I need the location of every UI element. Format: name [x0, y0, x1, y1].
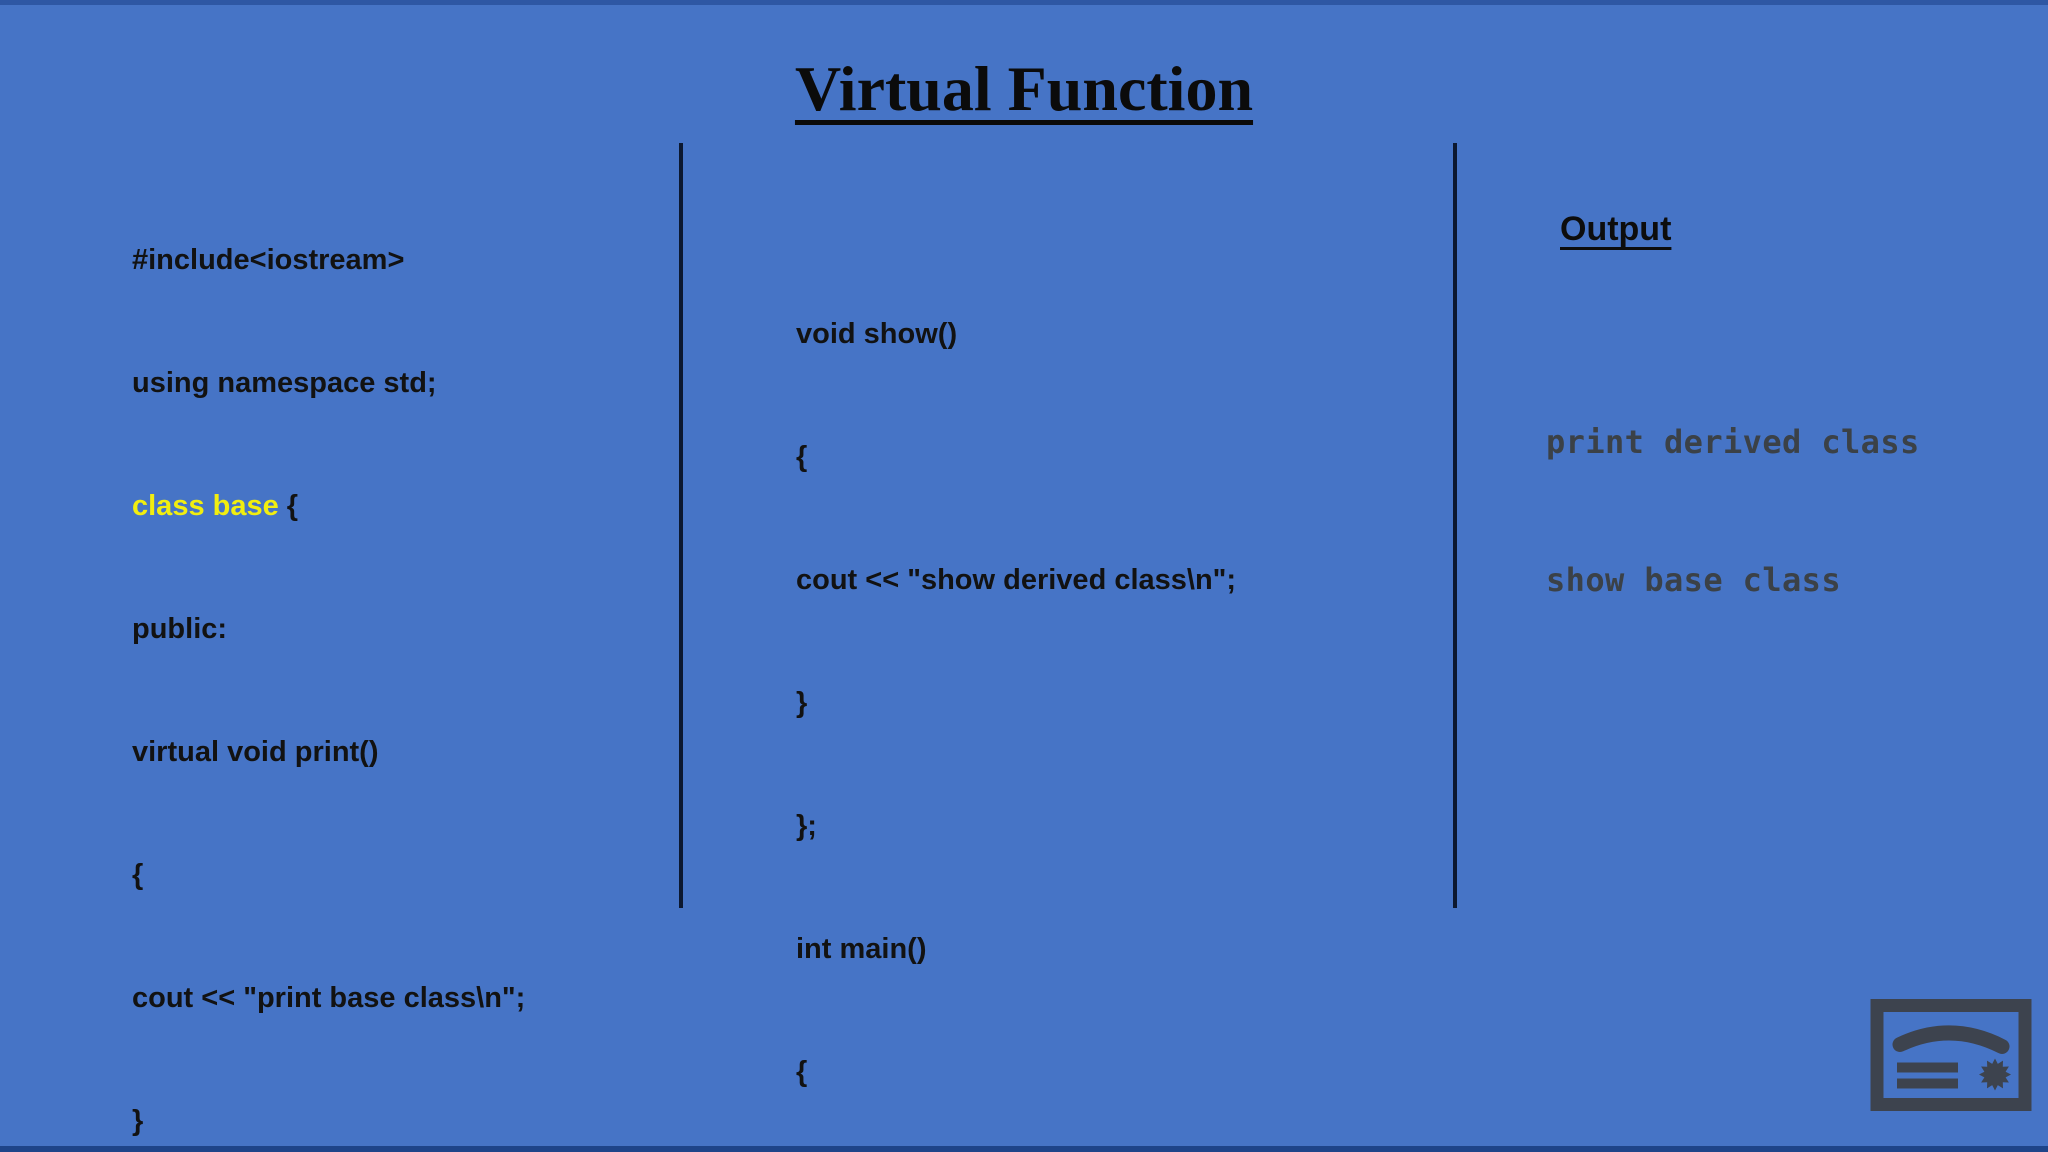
certificate-icon	[1870, 998, 2032, 1112]
code-line: using namespace std;	[132, 367, 437, 399]
code-line: {	[796, 1056, 808, 1088]
code-line-rest: {	[278, 490, 299, 522]
column-divider-right	[1453, 143, 1457, 908]
code-column-middle: void show() { cout << "show derived clas…	[796, 232, 1358, 1152]
code-line: #include<iostream>	[132, 244, 405, 276]
console-output-line: print derived class	[1546, 423, 1920, 461]
code-line: virtual void print()	[132, 736, 379, 768]
code-line: void show()	[796, 318, 958, 350]
code-line: }	[132, 1105, 144, 1137]
console-output: print derived class show base class	[1546, 327, 1920, 695]
code-line: public:	[132, 613, 228, 645]
code-line: int main()	[796, 933, 927, 965]
bottom-edge-strip	[0, 1146, 2048, 1152]
top-edge-strip	[0, 0, 2048, 5]
highlighted-class-base: class base	[132, 490, 279, 522]
code-line-class-base: class base {	[132, 486, 562, 527]
code-line: };	[796, 810, 817, 842]
code-line: {	[796, 441, 808, 473]
output-heading: Output	[1560, 210, 1672, 248]
code-column-left: #include<iostream> using namespace std; …	[132, 158, 562, 1152]
column-divider-left	[679, 143, 683, 908]
code-line: }	[796, 687, 808, 719]
code-line: cout << "show derived class\n";	[796, 564, 1237, 596]
console-output-line: show base class	[1546, 561, 1841, 599]
code-line: cout << "print base class\n";	[132, 982, 526, 1014]
page-title: Virtual Function	[794, 53, 1254, 124]
code-line: {	[132, 859, 144, 891]
